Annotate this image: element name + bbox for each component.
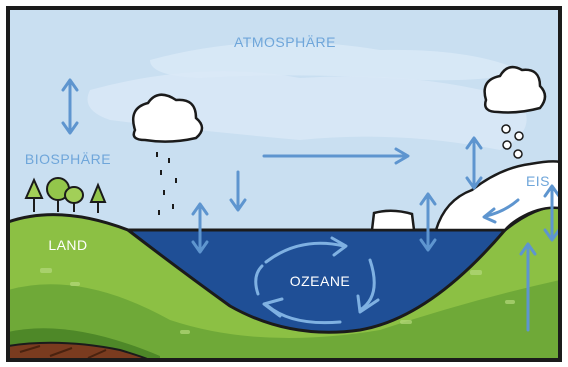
- ice-floe-icon: [372, 211, 414, 230]
- biosphere-label: BIOSPHÄRE: [25, 151, 111, 167]
- ocean-label: OZEANE: [290, 273, 351, 289]
- ice-label: EIS: [526, 173, 550, 189]
- land-label: LAND: [48, 237, 87, 253]
- atmosphere-label: ATMOSPHÄRE: [234, 34, 336, 50]
